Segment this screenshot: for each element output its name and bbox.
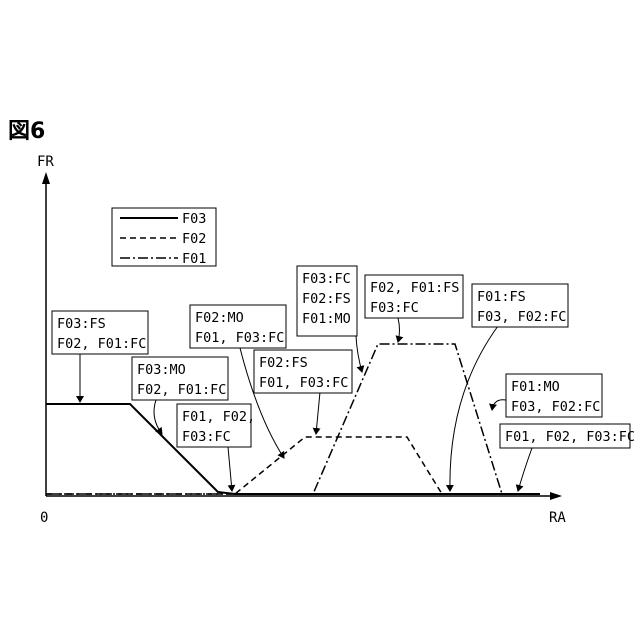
annotation-box-6: F03:FC F02:FS F01:MO (297, 266, 357, 336)
annotation-text: F02, F01:FC (137, 382, 226, 398)
leader-9 (492, 400, 506, 410)
annotation-box-9: F01:MO F03, F02:FC (506, 374, 602, 417)
annotation-box-5: F02:FS F01, F03:FC (254, 350, 352, 393)
leader-6 (356, 336, 362, 372)
legend-label-f01: F01 (182, 251, 206, 267)
annotation-text: F01, F03:FC (259, 375, 348, 391)
annotation-text: F01, F03:FC (195, 330, 284, 346)
curve-f02 (46, 437, 540, 494)
annotation-box-2: F03:MO F02, F01:FC (132, 357, 228, 400)
origin-label: 0 (40, 510, 48, 526)
annotation-text: F03:FS (57, 316, 106, 332)
annotation-text: F01, F02, F03:FC (505, 429, 635, 445)
annotation-text: F01:MO (511, 379, 560, 395)
annotation-text: F01, F02, (182, 409, 255, 425)
annotation-text: F02:FS (259, 355, 308, 371)
leader-8 (450, 326, 498, 491)
annotation-box-8: F01:FS F03, F02:FC (472, 284, 568, 327)
annotation-text: F02:FS (302, 291, 351, 307)
annotation-text: F03:MO (137, 362, 186, 378)
x-axis-label: RA (549, 510, 566, 526)
leader-3 (228, 447, 232, 491)
annotation-box-1: F03:FS F02, F01:FC (52, 311, 148, 354)
figure-title: 図6 (8, 119, 45, 144)
annotation-text: F02:MO (195, 310, 244, 326)
annotation-text: F01:FS (477, 289, 526, 305)
annotation-text: F03:FC (182, 429, 231, 445)
curve-f03 (46, 404, 540, 494)
annotations: F03:FS F02, F01:FC F03:MO F02, F01:FC F01, F… (52, 266, 635, 448)
y-axis-arrowhead (42, 172, 50, 184)
leader-5 (316, 392, 320, 434)
annotation-text: F02, F01:FC (57, 336, 146, 352)
annotation-text: F03, F02:FC (477, 309, 566, 325)
annotation-box-4: F02:MO F01, F03:FC (190, 305, 286, 348)
x-axis-arrowhead (550, 492, 562, 500)
annotation-box-7: F02, F01:FS F03:FC (365, 275, 463, 318)
y-axis-label: FR (37, 154, 54, 170)
annotation-text: F03, F02:FC (511, 399, 600, 415)
annotation-box-3: F01, F02, F03:FC (177, 404, 255, 447)
annotation-text: F01:MO (302, 311, 351, 327)
annotation-text: F02, F01:FS (370, 280, 459, 296)
legend-label-f03: F03 (182, 211, 206, 227)
leader-7 (398, 318, 400, 342)
annotation-box-10: F01, F02, F03:FC (500, 424, 635, 448)
annotation-text: F03:FC (370, 300, 419, 316)
legend-label-f02: F02 (182, 231, 206, 247)
leader-10 (518, 448, 532, 491)
annotation-text: F03:FC (302, 271, 351, 287)
legend: F03 F02 F01 (112, 208, 216, 267)
